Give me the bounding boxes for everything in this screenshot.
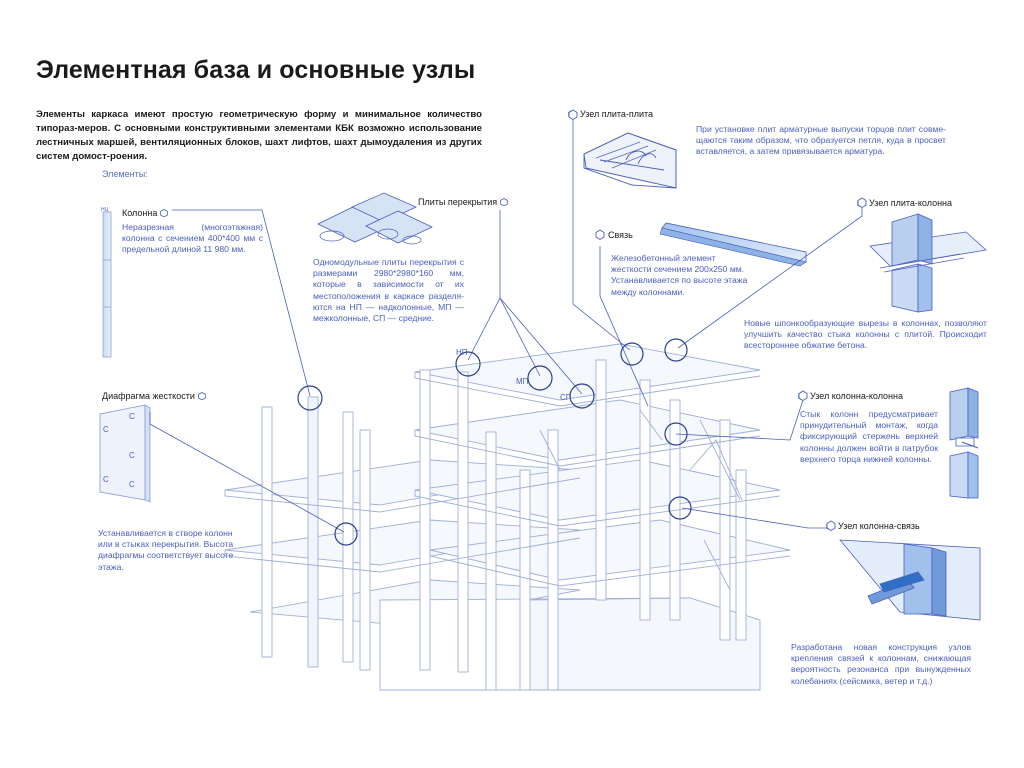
diaphragm-mark: С [103,475,109,484]
hexagon-icon [198,392,206,400]
slab-elements [317,192,433,245]
highlight-circle-sp [569,383,595,409]
slab-tag-mp: МП [516,377,529,386]
intro-text: Элементы каркаса имеют простую геометрич… [36,109,482,162]
hexagon-icon [160,209,169,217]
column-header: Колонна [122,208,169,218]
diaphragm-title: Диафрагма жесткости [102,391,195,401]
node-column-brace-illustration [839,539,981,621]
highlight-circle-np [455,351,481,377]
node-slab-column-title: Узел плита-колонна [869,198,953,208]
slabs-desc: Одномодульные плиты перекрытия с размера… [313,257,464,324]
hexagon-icon [568,109,867,532]
page-title: Элементная база и основные узлы [36,56,476,84]
slab-tag-sp: СП [560,393,572,402]
brace-title: Связь [608,230,633,240]
node-slab-slab-title: Узел плита-плита [580,109,654,119]
elements-label: Элементы: [102,169,148,179]
diaphragm-mark: С [129,412,135,421]
highlight-circle-mp [527,365,553,391]
svg-text:НЦ: НЦ [101,207,109,213]
column-title: Колонна [122,208,158,218]
node-slab-column-illustration [869,213,987,313]
highlight-circle-column [297,385,323,411]
highlight-circles [297,338,692,546]
highlight-circle-column-brace [668,496,692,520]
node-column-brace-desc: Разработана новая конструкция узлов креп… [791,642,971,686]
diaphragm-mark: С [103,425,109,434]
column-desc: Неразрезная (многоэтажная) колонна с сеч… [122,222,263,255]
highlight-circle-slab-column [664,338,688,362]
diaphragm-mark: C [129,480,135,489]
slabs-title: Плиты перекрытия [418,197,498,207]
brace-desc: Железобетонный элемент жесткости сечение… [611,253,748,297]
highlight-circle-column-column [664,422,688,446]
node-column-column-title: Узел колонна-колонна [810,391,903,401]
brace-element [659,222,807,267]
node-slab-slab-desc: При установке плит арматурные выпуски то… [696,124,946,157]
node-column-column-desc: Стык колонн предусматривает принудительн… [800,409,938,464]
slab-tag-np: НП [456,348,468,357]
diaphragm-element [99,404,151,503]
node-column-column-illustration [949,387,979,499]
diaphragm-mark: С [129,451,135,460]
node-slab-column-desc: Новые шпонкообразующие вырезы в колоннах… [744,318,987,351]
highlight-circle-slab-slab [620,342,644,366]
slabs-header: Плиты перекрытия [418,197,508,207]
highlight-circle-diaphragm [334,522,358,546]
node-slab-slab-illustration [583,132,677,189]
diaphragm-desc: Устанавливается в створе колонн или в ст… [98,528,234,572]
column-element: НЦ [101,207,112,358]
diaphragm-header: Диафрагма жесткости [102,391,206,401]
building-frame [224,343,791,691]
hexagon-icon [500,198,508,206]
node-column-brace-title: Узел колонна-связь [838,521,920,531]
